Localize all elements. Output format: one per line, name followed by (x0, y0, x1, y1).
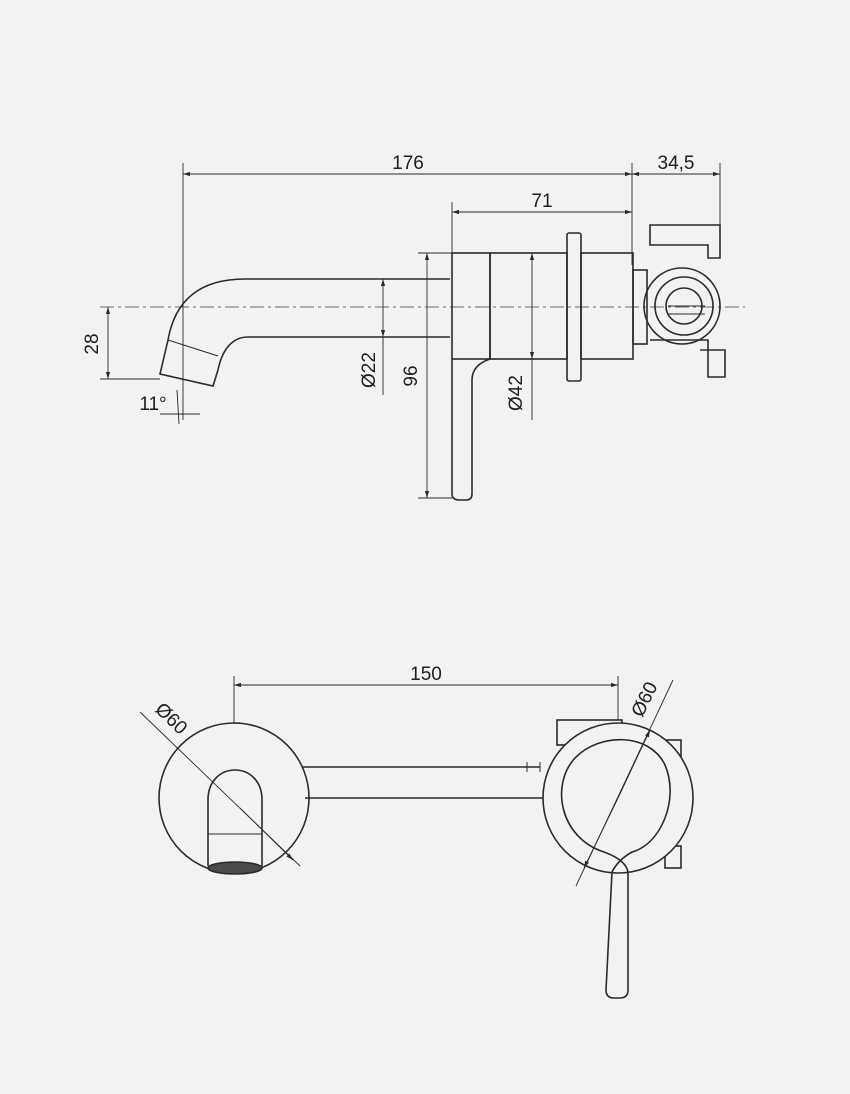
dim-label-spout-drop: 28 (82, 333, 103, 354)
side-view: 176 34,5 71 28 11° Ø22 96 Ø42 (82, 153, 745, 501)
lever-handle (451, 358, 491, 501)
spout (159, 278, 450, 387)
wall-bracket (632, 224, 726, 378)
dim-label-angle: 11° (139, 394, 166, 415)
mixer-body (451, 232, 634, 501)
top-view: 150 Ø60 Ø60 (139, 664, 694, 999)
mixer-plate (542, 719, 694, 999)
dim-label-body-diameter: Ø42 (506, 375, 527, 411)
dim-label-center-distance: 150 (410, 664, 442, 685)
dim-label-mount-depth: 34,5 (658, 153, 695, 174)
dim-label-handle-height: 96 (401, 365, 422, 386)
dim-label-body-length: 71 (531, 191, 552, 212)
dim-label-spout-diameter: Ø22 (359, 352, 380, 388)
dim-label-left-plate-diameter: Ø60 (151, 699, 191, 739)
dim-label-overall-length: 176 (392, 153, 424, 174)
spout-plate (158, 722, 310, 875)
